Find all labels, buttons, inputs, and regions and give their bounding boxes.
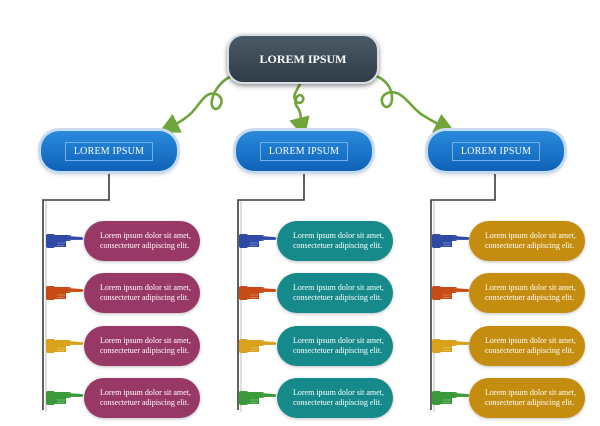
column-connector-line: [430, 171, 496, 410]
list-item: Lorem ipsum dolor sit amet, consectetuer…: [277, 221, 393, 261]
list-item: Lorem ipsum dolor sit amet, consectetuer…: [84, 378, 200, 418]
list-item: Lorem ipsum dolor sit amet, consectetuer…: [277, 378, 393, 418]
column-connector-line: [237, 171, 305, 410]
category-label: LOREM IPSUM: [64, 141, 154, 161]
pointing-hand-icon: [239, 339, 277, 353]
list-item-text: Lorem ipsum dolor sit amet, consectetuer…: [100, 282, 191, 303]
list-item-text: Lorem ipsum dolor sit amet, consectetuer…: [485, 282, 576, 303]
list-item: Lorem ipsum dolor sit amet, consectetuer…: [84, 273, 200, 313]
list-item-text: Lorem ipsum dolor sit amet, consectetuer…: [485, 230, 576, 251]
list-item: Lorem ipsum dolor sit amet, consectetuer…: [84, 326, 200, 366]
pointing-hand-icon: [46, 286, 84, 300]
list-item: Lorem ipsum dolor sit amet, consectetuer…: [469, 273, 585, 313]
list-item-text: Lorem ipsum dolor sit amet, consectetuer…: [485, 335, 576, 356]
list-item: Lorem ipsum dolor sit amet, consectetuer…: [469, 221, 585, 261]
pointing-hand-icon: [46, 339, 84, 353]
list-item: Lorem ipsum dolor sit amet, consectetuer…: [84, 221, 200, 261]
list-item: Lorem ipsum dolor sit amet, consectetuer…: [277, 273, 393, 313]
pointing-hand-icon: [46, 391, 84, 405]
list-item-text: Lorem ipsum dolor sit amet, consectetuer…: [293, 387, 384, 408]
pointing-hand-icon: [239, 391, 277, 405]
pointing-hand-icon: [432, 391, 470, 405]
list-item: Lorem ipsum dolor sit amet, consectetuer…: [469, 378, 585, 418]
root-node: LOREM IPSUM: [227, 34, 379, 84]
list-item-text: Lorem ipsum dolor sit amet, consectetuer…: [100, 230, 191, 251]
curly-arrow-icon: [158, 74, 234, 133]
column-connector-line: [42, 171, 110, 410]
category-label: LOREM IPSUM: [259, 141, 349, 161]
pointing-hand-icon: [46, 234, 84, 248]
list-item-text: Lorem ipsum dolor sit amet, consectetuer…: [293, 230, 384, 251]
pointing-hand-icon: [432, 339, 470, 353]
pointing-hand-icon: [239, 234, 277, 248]
category-node-2: LOREM IPSUM: [236, 131, 372, 171]
list-item-text: Lorem ipsum dolor sit amet, consectetuer…: [293, 282, 384, 303]
category-node-1: LOREM IPSUM: [41, 131, 177, 171]
list-item-text: Lorem ipsum dolor sit amet, consectetuer…: [485, 387, 576, 408]
pointing-hand-icon: [239, 286, 277, 300]
list-item-text: Lorem ipsum dolor sit amet, consectetuer…: [293, 335, 384, 356]
category-label: LOREM IPSUM: [451, 141, 541, 161]
pointing-hand-icon: [432, 234, 470, 248]
list-item: Lorem ipsum dolor sit amet, consectetuer…: [277, 326, 393, 366]
list-item-text: Lorem ipsum dolor sit amet, consectetuer…: [100, 335, 191, 356]
curly-arrow-icon: [289, 82, 310, 139]
list-item: Lorem ipsum dolor sit amet, consectetuer…: [469, 326, 585, 366]
pointing-hand-icon: [432, 286, 470, 300]
curly-arrow-icon: [374, 74, 456, 133]
category-node-3: LOREM IPSUM: [428, 131, 564, 171]
list-item-text: Lorem ipsum dolor sit amet, consectetuer…: [100, 387, 191, 408]
root-label: LOREM IPSUM: [259, 52, 347, 66]
